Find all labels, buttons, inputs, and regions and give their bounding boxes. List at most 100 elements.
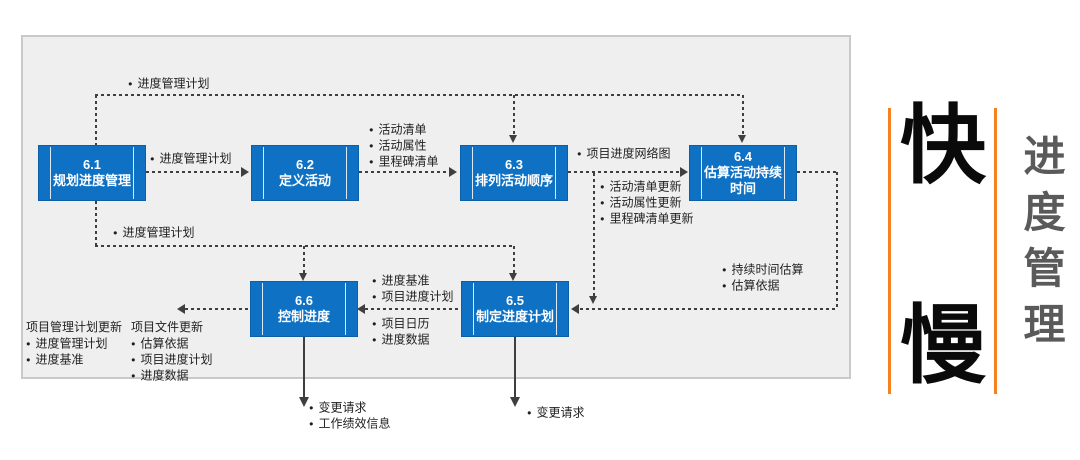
label-group-heading: 项目管理计划更新	[26, 320, 123, 334]
process-name: 定义活动	[278, 173, 331, 188]
flow-label: 里程碑清单	[369, 154, 439, 170]
arrowhead-66-left-out	[177, 304, 185, 314]
flow-label: 活动属性	[369, 138, 439, 154]
flow-line-61-bottom-vertical	[95, 201, 97, 246]
process-number: 6.6	[294, 293, 314, 309]
process-name: 估算活动持续时间	[703, 165, 782, 196]
arrowhead-into-65-top	[509, 273, 517, 281]
process-number: 6.1	[82, 157, 102, 173]
flow-label: 进度数据	[372, 332, 430, 348]
arrowhead-65-bottom	[509, 397, 520, 407]
vertical-title: 进度管理	[1018, 134, 1065, 358]
arrowhead-into-64-top	[738, 135, 746, 143]
flow-label: 进度管理计划	[26, 336, 122, 352]
process-box-6-2: 6.2 定义活动	[251, 145, 359, 201]
label-plan-61-62: 进度管理计划	[150, 151, 232, 167]
flow-line-66-left	[185, 308, 250, 310]
box-divider	[263, 147, 264, 199]
flow-line-branch-66	[303, 246, 305, 273]
label-out-64: 持续时间估算 估算依据	[722, 262, 804, 294]
label-group-heading: 项目文件更新	[131, 320, 204, 334]
flow-label: 估算依据	[131, 336, 213, 352]
accent-line-right	[994, 108, 997, 394]
flow-label: 进度基准	[26, 352, 122, 368]
flow-line-61-top-vertical	[95, 95, 97, 145]
flow-label: 进度管理计划	[128, 76, 210, 92]
box-divider	[473, 283, 474, 335]
process-name: 排列活动顺序	[474, 173, 553, 188]
accent-line-left	[888, 108, 891, 394]
process-number: 6.3	[504, 157, 524, 173]
box-divider	[784, 147, 785, 199]
flow-line-top-branch-64	[742, 95, 744, 135]
box-divider	[345, 283, 346, 335]
flow-line-63-64	[568, 171, 680, 173]
flow-label: 活动清单更新	[600, 179, 694, 195]
label-updates-col1: 项目管理计划更新 进度管理计划 进度基准	[26, 320, 122, 368]
flow-label: 持续时间估算	[722, 262, 804, 278]
slow-character: 慢	[900, 298, 986, 394]
flow-line-63-down	[593, 173, 595, 296]
diagram-panel	[21, 35, 851, 379]
label-plan-top: 进度管理计划	[128, 76, 210, 92]
flow-line-64-down	[836, 172, 838, 309]
flow-label: 项目进度计划	[372, 289, 454, 305]
process-box-6-1: 6.1 规划进度管理	[38, 145, 146, 201]
process-name: 制定进度计划	[475, 309, 554, 324]
label-out-66-bottom: 变更请求 工作绩效信息	[309, 400, 391, 432]
flow-label: 进度管理计划	[113, 225, 195, 241]
label-out-63-down: 活动清单更新 活动属性更新 里程碑清单更新	[600, 179, 694, 227]
process-box-6-4: 6.4 估算活动持续时间	[689, 145, 797, 201]
arrowhead-66-bottom	[298, 397, 309, 407]
flow-line-65-66	[365, 308, 461, 310]
arrowhead-into-63-top	[509, 135, 517, 143]
flow-line-61-62	[146, 171, 241, 173]
label-in-65-below: 项目日历 进度数据	[372, 316, 430, 348]
box-divider	[555, 147, 556, 199]
flow-line-top-horizontal	[95, 94, 743, 96]
label-plan-bottom: 进度管理计划	[113, 225, 195, 241]
process-name: 控制进度	[277, 309, 330, 324]
label-out-62: 活动清单 活动属性 里程碑清单	[369, 122, 439, 170]
arrowhead-into-66-top	[299, 273, 307, 281]
flow-line-64-65	[580, 308, 837, 310]
arrowhead-63-down	[589, 296, 597, 304]
flow-label: 进度基准	[372, 273, 454, 289]
label-updates-col2: 项目文件更新 估算依据 项目进度计划 进度数据	[131, 320, 213, 384]
flow-label: 活动清单	[369, 122, 439, 138]
flow-line-top-branch-63	[513, 95, 515, 135]
arrowhead-into-63	[449, 167, 457, 177]
label-out-65-bottom: 变更请求	[527, 405, 585, 421]
flow-line-62-63	[359, 171, 449, 173]
flow-label: 工作绩效信息	[309, 416, 391, 432]
box-divider	[556, 283, 557, 335]
label-out-63-right: 项目进度网络图	[577, 146, 671, 162]
flow-label: 活动属性更新	[600, 195, 694, 211]
flow-label: 项目进度网络图	[577, 146, 671, 162]
process-box-6-6: 6.6 控制进度	[250, 281, 358, 337]
flow-label: 变更请求	[309, 400, 391, 416]
flow-line-branch-65	[513, 246, 515, 273]
box-divider	[50, 147, 51, 199]
process-number: 6.5	[505, 293, 525, 309]
arrowhead-into-66-right	[357, 304, 365, 314]
process-number: 6.2	[295, 157, 315, 173]
flow-label: 里程碑清单更新	[600, 211, 694, 227]
flow-line-66-bottom	[303, 337, 305, 398]
box-divider	[133, 147, 134, 199]
process-number: 6.4	[733, 149, 753, 165]
flow-label: 项目日历	[372, 316, 430, 332]
flow-label: 估算依据	[722, 278, 804, 294]
arrowhead-into-64	[680, 167, 688, 177]
box-divider	[346, 147, 347, 199]
arrowhead-into-65-right	[571, 304, 579, 314]
process-box-6-3: 6.3 排列活动顺序	[460, 145, 568, 201]
box-divider	[472, 147, 473, 199]
flow-label: 项目进度计划	[131, 352, 213, 368]
label-in-65-above: 进度基准 项目进度计划	[372, 273, 454, 305]
process-name: 规划进度管理	[52, 173, 131, 188]
box-divider	[262, 283, 263, 335]
flow-label: 进度管理计划	[150, 151, 232, 167]
flow-label: 进度数据	[131, 368, 213, 384]
